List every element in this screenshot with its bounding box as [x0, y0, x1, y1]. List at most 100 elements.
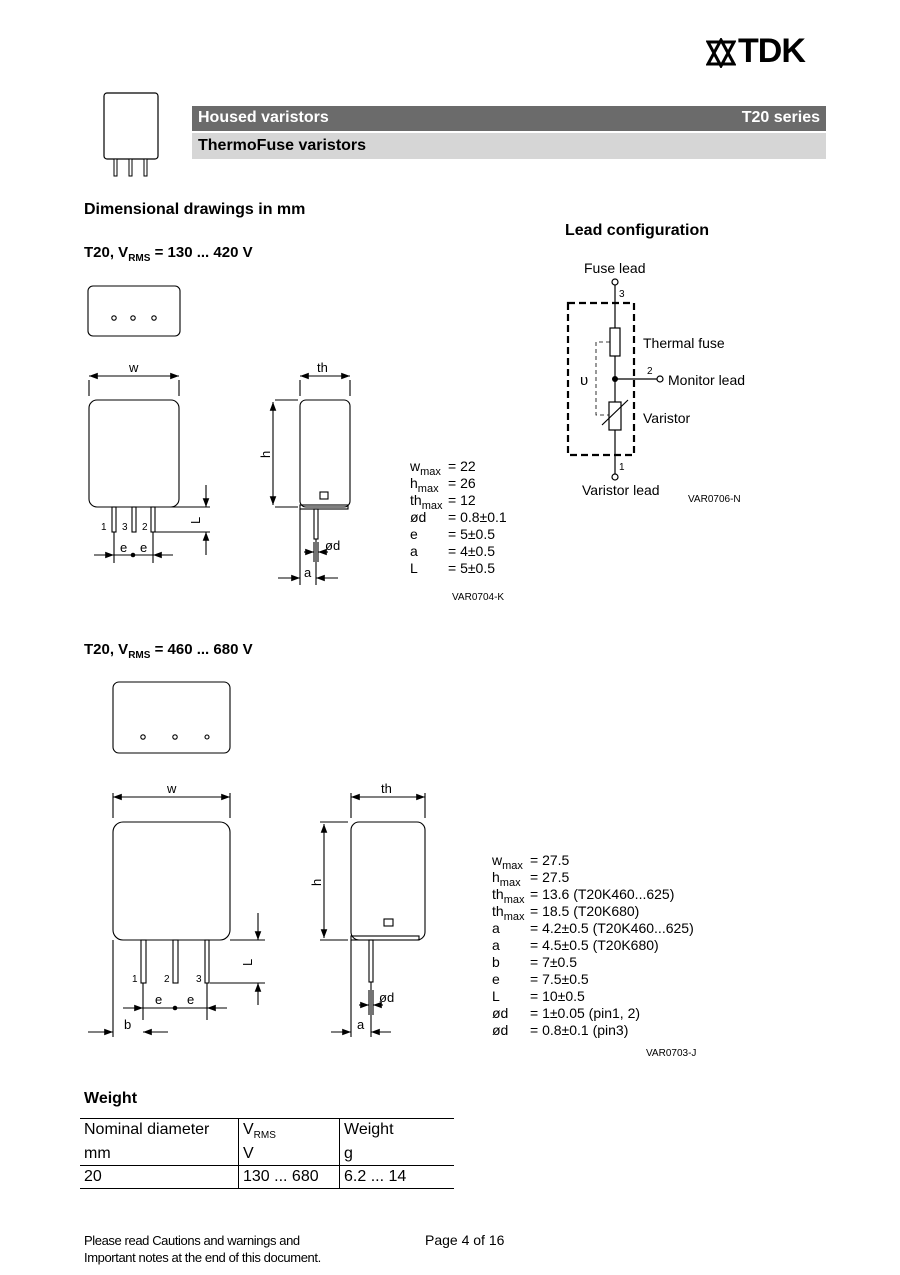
weight-unit-g: g	[339, 1143, 454, 1167]
drawing2-label-th: th	[381, 781, 392, 796]
drawing1-label-h: h	[258, 451, 273, 458]
drawing2-label-e2: e	[187, 992, 194, 1007]
drawing1-spec-value: = 0.8±0.1	[448, 509, 507, 525]
header-bar: Housed varistors T20 series	[192, 106, 826, 131]
drawing2-label-w: w	[166, 781, 177, 796]
section-title: Dimensional drawings in mm	[84, 201, 306, 218]
lead-config-ref: VAR0706-N	[688, 494, 741, 505]
table-row: 20 130 ... 680 6.2 ... 14	[80, 1165, 454, 1190]
drawing2-spec-row: L = 10±0.5	[492, 988, 694, 1005]
lead-monitor-label: Monitor lead	[668, 372, 745, 388]
drawing1-spec-key: thmax	[410, 492, 443, 512]
drawing2-spec-key: wmax	[492, 852, 523, 872]
drawing1-label-od: ød	[325, 538, 340, 553]
drawing2-spec-key: L	[492, 988, 500, 1004]
drawing1-spec-row: wmax= 22	[410, 458, 507, 478]
drawing2-label-h: h	[309, 879, 324, 886]
drawing2-spec-key: ød	[492, 1022, 509, 1038]
drawing1-pin2: 2	[142, 522, 148, 533]
drawing2-label-L: L	[240, 959, 255, 966]
drawing1-spec-row: thmax = 12	[410, 492, 507, 512]
drawing2-spec-value: = 7±0.5	[530, 954, 577, 970]
drawing1-label-th: th	[317, 360, 328, 375]
drawing1-spec-row: hmax = 26	[410, 475, 507, 495]
lead-config-title: Lead configuration	[565, 222, 709, 239]
tdk-logo: TDK	[706, 32, 828, 70]
drawing2-label-a: a	[357, 1017, 365, 1032]
drawing2-spec-row: b = 7±0.5	[492, 954, 694, 971]
drawing2-spec-value: = 1±0.05 (pin1, 2)	[530, 1005, 641, 1021]
weight-table: Nominal diameter VRMS Weight mm V g 20 1…	[80, 1118, 454, 1190]
drawing2-title: T20, VRMS = 460 ... 680 V	[84, 641, 253, 661]
drawing1-label-a: a	[304, 565, 312, 580]
drawing1-ref: VAR0704-K	[452, 592, 505, 603]
tdk-logo-text: TDK	[738, 32, 806, 70]
drawing2-label-od: ød	[379, 990, 394, 1005]
lead-fuse-label: Fuse lead	[584, 260, 645, 276]
weight-header-diameter: Nominal diameter	[80, 1118, 239, 1144]
weight-cell-diameter: 20	[80, 1165, 239, 1190]
drawing2-spec-value: = 10±0.5	[530, 988, 585, 1004]
weight-header-row-2: mm V g	[80, 1143, 454, 1167]
drawing2-spec-value: = 0.8±0.1 (pin3)	[530, 1022, 629, 1038]
drawing1-spec-row: L = 5±0.5	[410, 560, 507, 577]
drawing1-spec-key: wmax	[410, 458, 441, 478]
header-title: Housed varistors	[198, 109, 329, 126]
drawing2-pin2: 2	[164, 974, 170, 985]
drawing2-spec-row: ød = 0.8±0.1 (pin3)	[492, 1022, 694, 1039]
weight-header-row-1: Nominal diameter VRMS Weight	[80, 1118, 454, 1144]
drawing1-pin3: 3	[122, 522, 128, 533]
drawing1-spec-key: a	[410, 543, 418, 559]
drawing1-label-w: w	[128, 360, 139, 375]
weight-cell-vrms: 130 ... 680	[238, 1165, 340, 1190]
drawing2-spec-value: = 18.5 (T20K680)	[530, 903, 640, 919]
drawing2-spec-key: hmax	[492, 869, 521, 889]
drawing2-spec-key: a	[492, 937, 500, 953]
drawing1-spec-value: = 26	[448, 475, 476, 491]
drawing2-spec-row: thmax= 13.6 (T20K460...625)	[492, 886, 694, 906]
drawing2-dimensional-drawing: w th h L e e b a ød 1 2 3	[88, 681, 426, 1037]
drawing2-spec-value: = 4.5±0.5 (T20K680)	[530, 937, 659, 953]
weight-unit-mm: mm	[80, 1143, 239, 1167]
drawing1-spec-value: = 4±0.5	[448, 543, 495, 559]
drawing1-spec-key: e	[410, 526, 418, 542]
component-thumbnail	[103, 92, 159, 177]
weight-title: Weight	[84, 1090, 138, 1107]
drawing1-spec-key: L	[410, 560, 418, 576]
drawing1-spec-value: = 5±0.5	[448, 526, 495, 542]
footer-note-line1: Please read Cautions and warnings and	[84, 1233, 300, 1248]
drawing2-label-b: b	[124, 1017, 131, 1032]
drawing1-spec-key: ød	[410, 509, 427, 525]
drawing1-title: T20, VRMS = 130 ... 420 V	[84, 244, 253, 264]
tdk-emblem-icon	[706, 38, 736, 68]
drawing1-label-e1: e	[120, 540, 127, 555]
drawing2-spec-key: thmax	[492, 903, 525, 923]
weight-header-weight: Weight	[339, 1118, 454, 1144]
drawing2-spec-key: thmax	[492, 886, 525, 906]
weight-cell-weight: 6.2 ... 14	[339, 1165, 454, 1190]
drawing1-spec-row: e = 5±0.5	[410, 526, 507, 543]
drawing1-label-L: L	[188, 517, 203, 524]
drawing2-spec-row: ød= 1±0.05 (pin1, 2)	[492, 1005, 694, 1022]
lead-node-2: 2	[647, 366, 653, 377]
lead-varistor-lead-label: Varistor lead	[582, 482, 660, 498]
drawing2-pin3: 3	[196, 974, 202, 985]
drawing1-spec-value: = 5±0.5	[448, 560, 495, 576]
drawing2-spec-row: a = 4.5±0.5 (T20K680)	[492, 937, 694, 954]
weight-unit-v: V	[238, 1143, 340, 1167]
drawing1-spec-value: = 12	[448, 492, 476, 508]
lead-varistor-label: Varistor	[643, 410, 691, 426]
subheader-bar: ThermoFuse varistors	[192, 133, 826, 159]
drawing2-spec-value: = 27.5	[530, 869, 570, 885]
lead-thermal-fuse-label: Thermal fuse	[643, 335, 725, 351]
drawing2-spec-value: = 7.5±0.5	[530, 971, 589, 987]
lead-config-schematic: Fuse lead 3 Thermal fuse 2 Monitor lead …	[566, 260, 745, 498]
drawing2-spec-value: = 4.2±0.5 (T20K460...625)	[530, 920, 694, 936]
drawing2-spec-key: e	[492, 971, 500, 987]
drawing2-spec-key: b	[492, 954, 500, 970]
lead-node-1: 1	[619, 462, 625, 473]
drawing1-spec-key: hmax	[410, 475, 439, 495]
drawing2-spec-row: thmax = 18.5 (T20K680)	[492, 903, 694, 923]
